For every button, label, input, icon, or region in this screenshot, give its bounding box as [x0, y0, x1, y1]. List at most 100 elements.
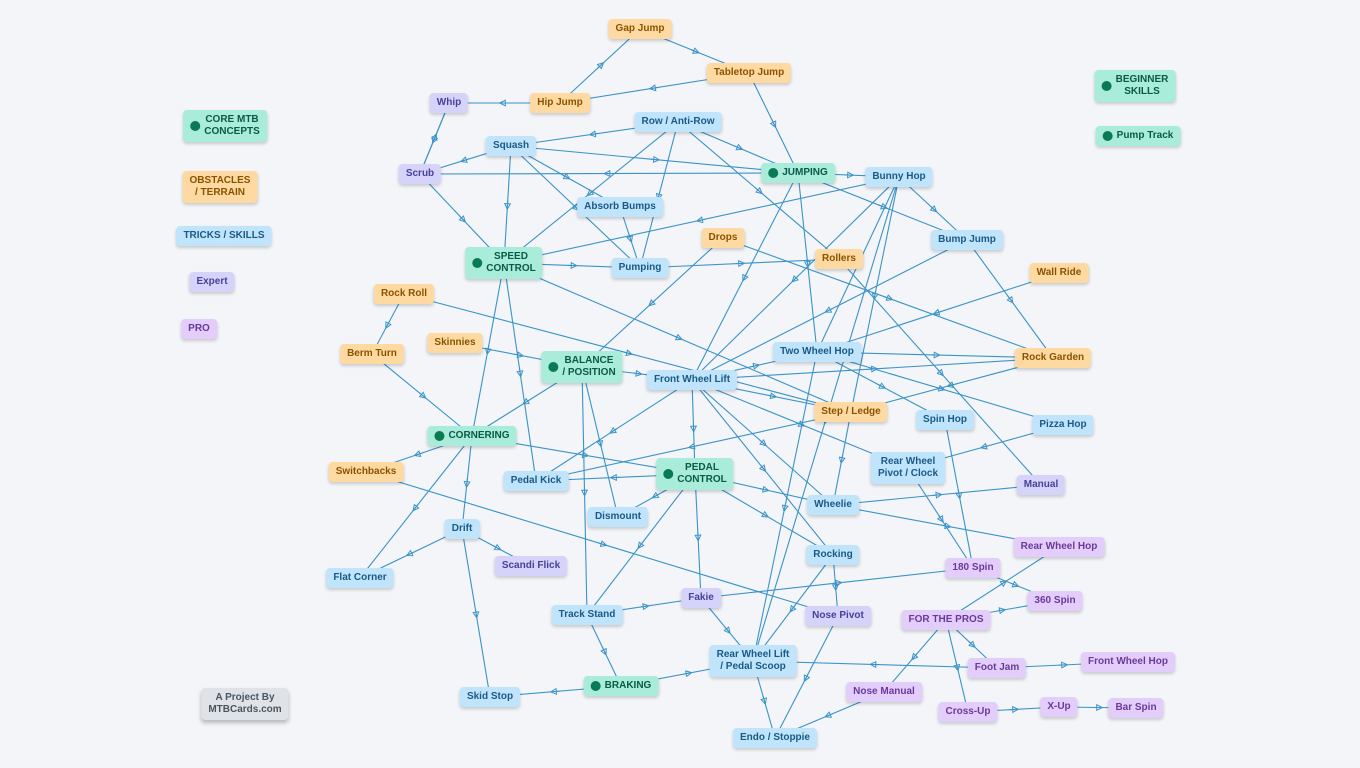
node-nose-manual[interactable]: Nose Manual: [846, 682, 922, 702]
core-dot-icon: [190, 121, 201, 131]
edge-arrow-icon: [941, 525, 948, 526]
node-bump-jump[interactable]: Bump Jump: [931, 230, 1003, 250]
node-label: Pumping: [618, 262, 662, 273]
node-drops[interactable]: Drops: [701, 228, 745, 248]
node-tabletop-jump[interactable]: Tabletop Jump: [706, 63, 792, 83]
node-pizza-hop[interactable]: Pizza Hop: [1032, 415, 1094, 435]
legend-expert[interactable]: Expert: [189, 272, 235, 292]
edge-arrow-icon: [599, 437, 600, 444]
edge-arrow-icon: [832, 583, 839, 584]
node-label: Cross-Up: [945, 706, 991, 717]
node-hip-jump[interactable]: Hip Jump: [530, 93, 590, 113]
node-pedal-control[interactable]: PEDAL CONTROL: [656, 458, 734, 490]
node-label: Manual: [1023, 479, 1059, 490]
node-pumping[interactable]: Pumping: [611, 258, 669, 278]
node-bunny-hop[interactable]: Bunny Hop: [865, 167, 933, 187]
credit-badge[interactable]: A Project By MTBCards.com: [201, 688, 289, 720]
edge-arrow-icon: [807, 258, 808, 265]
edge-arrow-icon: [602, 646, 605, 652]
node-360-spin[interactable]: 360 Spin: [1027, 591, 1083, 611]
legend-core-mtb-concepts[interactable]: CORE MTB CONCEPTS: [183, 110, 267, 142]
legend-obstacles-terrain[interactable]: OBSTACLES / TERRAIN: [182, 171, 258, 203]
edge-arrow-icon: [519, 367, 520, 374]
node-x-up[interactable]: X-Up: [1040, 697, 1078, 717]
node-foot-jam[interactable]: Foot Jam: [967, 658, 1027, 678]
node-bar-spin[interactable]: Bar Spin: [1108, 698, 1164, 718]
node-180-spin[interactable]: 180 Spin: [945, 558, 1001, 578]
edge-arrow-icon: [932, 495, 939, 496]
node-drift[interactable]: Drift: [444, 519, 480, 539]
node-front-wheel-lift[interactable]: Front Wheel Lift: [646, 370, 738, 390]
node-label: CORNERING: [448, 430, 510, 441]
node-label: BEGINNER SKILLS: [1115, 74, 1169, 97]
node-dismount[interactable]: Dismount: [587, 507, 649, 527]
node-endo-stoppie[interactable]: Endo / Stoppie: [733, 728, 817, 748]
credit-label: A Project By MTBCards.com: [208, 692, 282, 715]
node-rear-wheel-pivot-clock[interactable]: Rear Wheel Pivot / Clock: [870, 452, 946, 484]
node-scrub[interactable]: Scrub: [398, 164, 442, 184]
label-pump-track[interactable]: Pump Track: [1095, 126, 1181, 146]
node-label: Dismount: [594, 511, 642, 522]
node-rocking[interactable]: Rocking: [806, 545, 860, 565]
node-label: Foot Jam: [974, 662, 1020, 673]
edge-arrow-icon: [387, 320, 390, 325]
node-fakie[interactable]: Fakie: [681, 588, 721, 608]
core-dot-icon: [472, 258, 483, 268]
node-for-the-pros[interactable]: FOR THE PROS: [901, 610, 991, 630]
node-berm-turn[interactable]: Berm Turn: [340, 344, 404, 364]
node-label: Skinnies: [434, 337, 476, 348]
node-gap-jump[interactable]: Gap Jump: [608, 19, 672, 39]
node-label: Two Wheel Hop: [780, 346, 854, 357]
node-balance-position[interactable]: BALANCE / POSITION: [541, 351, 623, 383]
node-label: Rear Wheel Pivot / Clock: [877, 456, 939, 479]
node-squash[interactable]: Squash: [485, 136, 537, 156]
node-cornering[interactable]: CORNERING: [427, 426, 517, 446]
node-rear-wheel-hop[interactable]: Rear Wheel Hop: [1013, 537, 1105, 557]
edge-arrow-icon: [573, 204, 577, 208]
edge-arrow-icon: [464, 159, 470, 161]
node-label: JUMPING: [782, 167, 828, 178]
node-track-stand[interactable]: Track Stand: [551, 605, 623, 625]
edge-arrow-icon: [653, 87, 659, 88]
node-rear-wheel-lift-pedal-scoop[interactable]: Rear Wheel Lift / Pedal Scoop: [709, 645, 797, 677]
node-braking[interactable]: BRAKING: [583, 676, 659, 696]
node-pedal-kick[interactable]: Pedal Kick: [503, 471, 569, 491]
edge-arrow-icon: [998, 582, 1004, 585]
legend-tricks-skills[interactable]: TRICKS / SKILLS: [176, 226, 272, 246]
node-skinnies[interactable]: Skinnies: [427, 333, 483, 353]
node-wheelie[interactable]: Wheelie: [807, 495, 859, 515]
node-rock-roll[interactable]: Rock Roll: [373, 284, 435, 304]
node-rock-garden[interactable]: Rock Garden: [1014, 348, 1092, 368]
node-spin-hop[interactable]: Spin Hop: [916, 410, 974, 430]
label-beginner-skills[interactable]: BEGINNER SKILLS: [1094, 70, 1176, 102]
node-nose-pivot[interactable]: Nose Pivot: [805, 606, 871, 626]
edge-arrow-icon: [950, 384, 956, 386]
edge-arrow-icon: [514, 354, 521, 355]
node-row-anti-row[interactable]: Row / Anti-Row: [634, 112, 722, 132]
node-flat-corner[interactable]: Flat Corner: [326, 568, 394, 588]
node-step-ledge[interactable]: Step / Ledge: [814, 402, 888, 422]
edge-arrow-icon: [792, 604, 796, 610]
node-manual[interactable]: Manual: [1016, 475, 1066, 495]
node-cross-up[interactable]: Cross-Up: [938, 702, 998, 722]
node-front-wheel-hop[interactable]: Front Wheel Hop: [1081, 652, 1175, 672]
node-jumping[interactable]: JUMPING: [761, 163, 835, 183]
edge-arrow-icon: [936, 311, 942, 313]
node-rollers[interactable]: Rollers: [815, 249, 863, 269]
node-label: BALANCE / POSITION: [562, 355, 616, 378]
edge-arrow-icon: [488, 345, 489, 352]
node-two-wheel-hop[interactable]: Two Wheel Hop: [773, 342, 861, 362]
edge-arrow-icon: [640, 541, 644, 546]
node-label: Fakie: [688, 592, 714, 603]
node-skid-stop[interactable]: Skid Stop: [459, 687, 521, 707]
node-absorb-bumps[interactable]: Absorb Bumps: [577, 197, 663, 217]
edge-arrow-icon: [806, 673, 809, 678]
node-speed-control[interactable]: SPEED CONTROL: [465, 247, 543, 279]
edge-arrow-icon: [597, 65, 601, 69]
node-wall-ride[interactable]: Wall Ride: [1029, 263, 1089, 283]
node-whip[interactable]: Whip: [429, 93, 469, 113]
node-switchbacks[interactable]: Switchbacks: [328, 462, 404, 482]
legend-pro[interactable]: PRO: [181, 319, 217, 339]
node-scandi-flick[interactable]: Scandi Flick: [494, 556, 568, 576]
edge-arrow-icon: [785, 502, 786, 509]
